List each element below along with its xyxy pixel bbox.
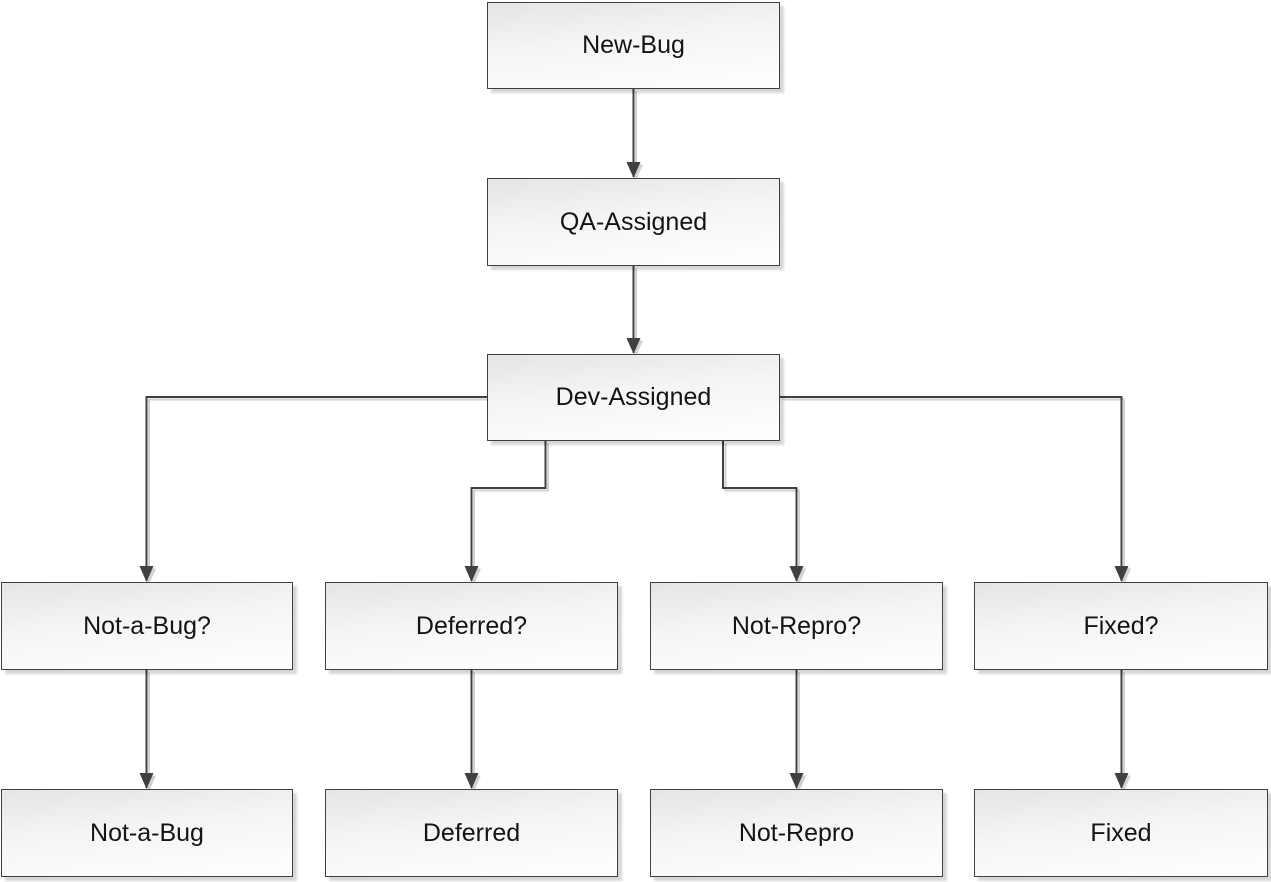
node-deferred: Deferred [325,789,618,877]
node-new-bug-label: New-Bug [582,31,685,59]
node-not-a-bug-question: Not-a-Bug? [1,582,293,670]
node-new-bug: New-Bug [487,2,780,89]
connector-lines [139,89,1129,789]
node-fixed-question: Fixed? [974,582,1268,670]
node-dev-assigned-label: Dev-Assigned [555,383,712,411]
node-fixed-question-label: Fixed? [1083,611,1159,640]
connector-shadows [142,91,1131,792]
node-qa-assigned: QA-Assigned [487,178,780,266]
connector-dev_assigned-to-not_a_bug_q [139,396,487,582]
node-fixed-label: Fixed [1090,818,1152,847]
node-dev-assigned: Dev-Assigned [487,354,780,441]
connector-dev_assigned-to-fixed_q [780,396,1129,582]
node-not-repro: Not-Repro [650,789,943,877]
node-not-repro-question-label: Not-Repro? [731,611,862,640]
connector-shadow-dev_assigned-to-not_repro_q [724,443,806,585]
node-not-a-bug-question-label: Not-a-Bug? [83,611,211,640]
node-not-a-bug-label: Not-a-Bug [90,818,204,847]
connector-shadow-dev_assigned-to-not_a_bug_q [142,398,490,585]
connector-shadow-dev_assigned-to-deferred_q [467,443,549,585]
node-not-a-bug: Not-a-Bug [1,789,293,877]
node-deferred-question-label: Deferred? [415,611,528,640]
node-not-repro-label: Not-Repro [738,818,855,847]
node-not-repro-question: Not-Repro? [650,582,943,670]
node-qa-assigned-label: QA-Assigned [559,207,708,236]
connector-dev_assigned-to-deferred_q [464,441,547,582]
connector-dev_assigned-to-not_repro_q [722,441,804,582]
node-deferred-label: Deferred [422,818,521,847]
node-deferred-question: Deferred? [325,582,618,670]
connector-shadow-dev_assigned-to-fixed_q [782,398,1131,585]
node-fixed: Fixed [974,789,1268,877]
